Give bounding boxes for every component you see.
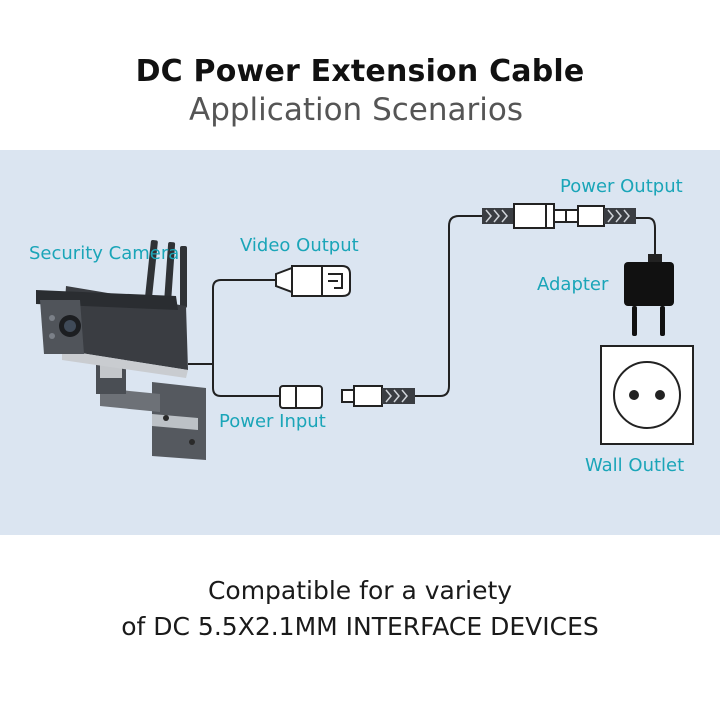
footer-line-2: of DC 5.5X2.1MM INTERFACE DEVICES	[121, 612, 599, 641]
video-connector-icon	[275, 265, 351, 297]
wall-outlet-label: Wall Outlet	[585, 455, 685, 476]
adapter-label: Adapter	[537, 274, 609, 295]
wall-outlet-icon	[600, 345, 694, 445]
page-title: DC Power Extension Cable	[135, 54, 585, 89]
footer-line-1: Compatible for a variety	[207, 576, 513, 605]
cables	[188, 215, 656, 397]
security-camera-icon	[36, 240, 206, 460]
security-camera-label: Security Camera	[29, 243, 180, 264]
power-input-label: Power Input	[219, 411, 326, 432]
power-output-label: Power Output	[560, 176, 683, 197]
diagram-panel: Security Camera Video Output Power Input…	[0, 150, 720, 535]
power-adapter-icon	[624, 254, 674, 336]
page-subtitle: Application Scenarios	[189, 92, 523, 128]
adapter-cable	[636, 217, 656, 256]
dc-jack-icon	[482, 203, 567, 229]
power-output-plug-icon	[565, 205, 636, 227]
diagram-graphics	[36, 203, 694, 460]
power-input-cable	[212, 364, 280, 397]
power-input-connector-icon	[279, 385, 323, 409]
video-output-label: Video Output	[240, 235, 359, 256]
dc-plug-icon	[341, 385, 415, 407]
extension-cable	[415, 215, 482, 397]
video-cable	[188, 279, 276, 365]
